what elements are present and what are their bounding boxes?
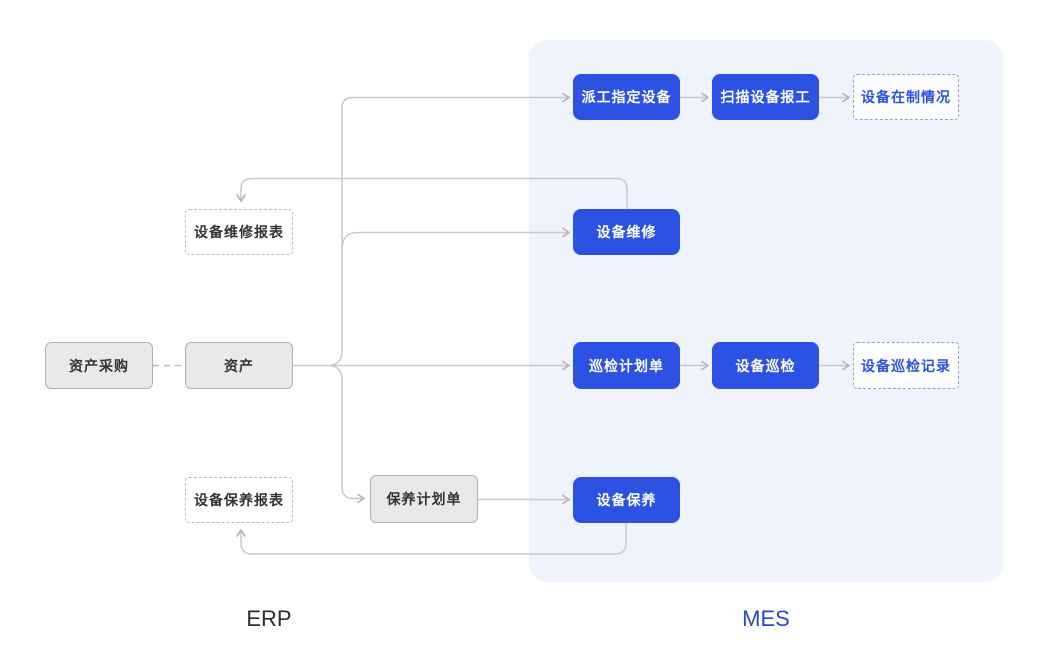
node-dispatch-assign: 派工指定设备 (573, 74, 680, 120)
node-equipment-inspection-label: 设备巡检 (735, 357, 796, 374)
node-upkeep-plan: 保养计划单 (370, 475, 478, 523)
node-upkeep-plan-label: 保养计划单 (386, 491, 462, 507)
node-scan-report: 扫描设备报工 (712, 74, 819, 120)
node-equipment-upkeep-label: 设备保养 (596, 492, 657, 508)
connector-junction-to-dispatch-assign (330, 92, 570, 367)
erp-section-label: ERP (246, 606, 292, 631)
node-scan-report-label: 扫描设备报工 (720, 89, 811, 105)
node-maintenance-report-label: 设备维修报表 (194, 224, 284, 240)
connector-equipment-upkeep-to-upkeep-report (236, 523, 627, 555)
node-asset-purchase-label: 资产采购 (69, 357, 129, 374)
node-equipment-maintenance-label: 设备维修 (596, 224, 657, 240)
node-inspection-plan-label: 巡检计划单 (589, 357, 664, 374)
node-maintenance-report: 设备维修报表 (185, 209, 293, 255)
node-upkeep-report: 设备保养报表 (185, 477, 293, 523)
node-equipment-maintenance: 设备维修 (573, 209, 680, 255)
node-wip-status-label: 设备在制情况 (861, 89, 951, 105)
mes-section-label: MES (742, 606, 790, 631)
node-equipment-inspection: 设备巡检 (712, 342, 819, 389)
node-inspection-plan: 巡检计划单 (573, 342, 680, 389)
node-asset-purchase: 资产采购 (45, 342, 153, 389)
connector-junction-to-equipment-maintenance (341, 227, 570, 251)
node-dispatch-assign-label: 派工指定设备 (581, 89, 672, 105)
node-asset-label: 资产 (224, 357, 254, 374)
connector-junction-to-upkeep-plan (330, 364, 365, 504)
node-upkeep-report-label: 设备保养报表 (194, 492, 284, 508)
node-wip-status: 设备在制情况 (853, 74, 959, 120)
node-asset: 资产 (185, 342, 293, 389)
node-equipment-upkeep: 设备保养 (573, 477, 680, 523)
connector-equipment-maintenance-to-maintenance-report (236, 177, 628, 209)
node-inspection-record: 设备巡检记录 (853, 342, 959, 389)
node-inspection-record-label: 设备巡检记录 (861, 357, 951, 374)
